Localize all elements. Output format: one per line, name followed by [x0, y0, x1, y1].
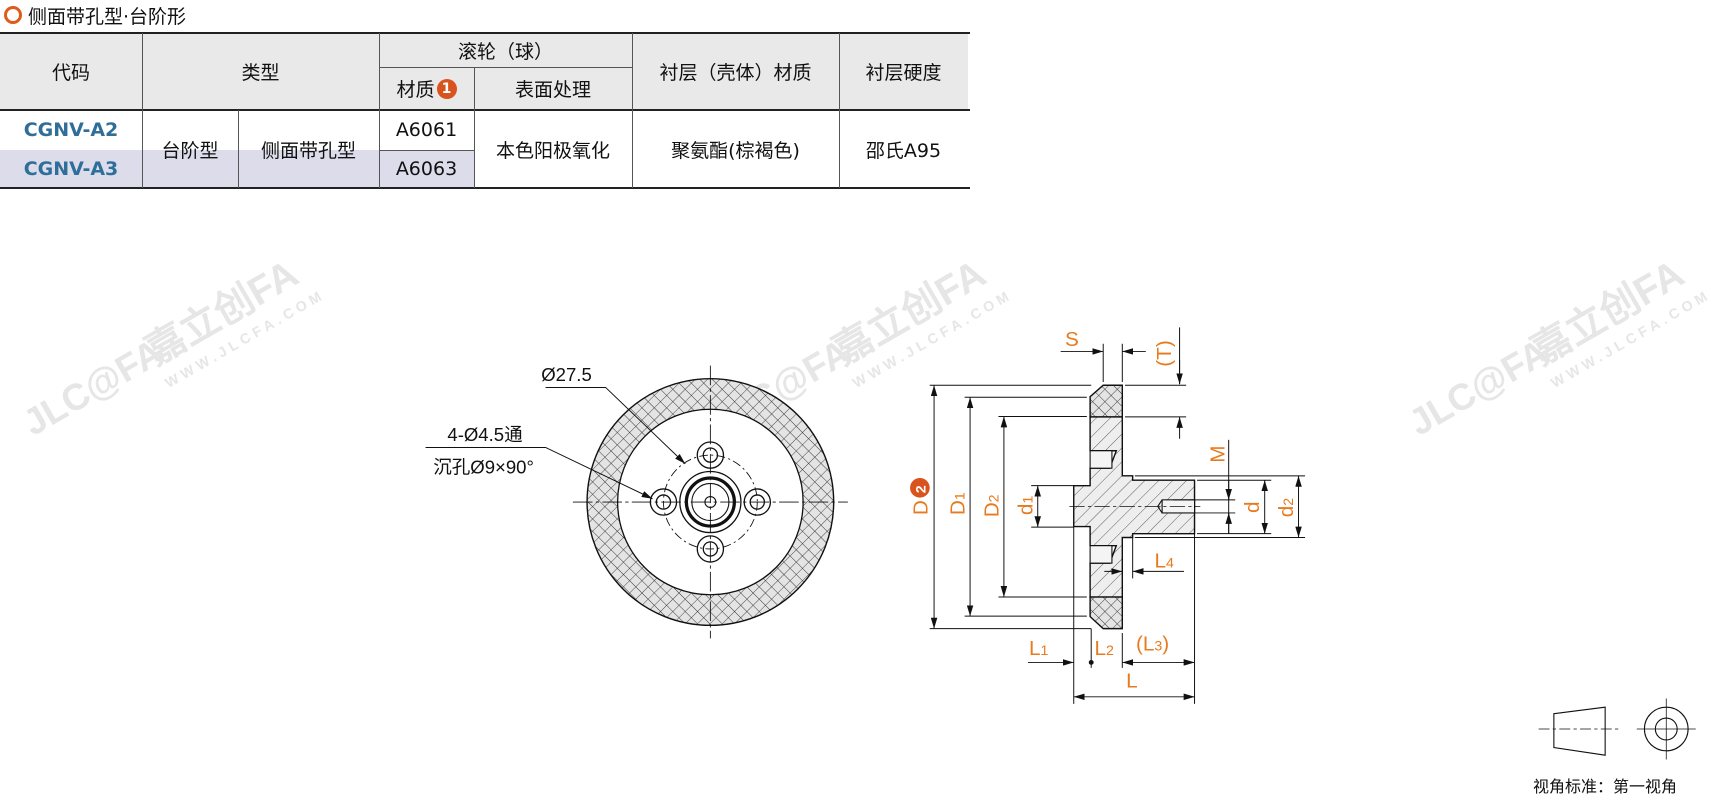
- svg-text:D: D: [910, 500, 933, 515]
- svg-text:M: M: [1206, 445, 1229, 462]
- divider: [379, 67, 632, 68]
- type2-cell: 侧面带孔型: [260, 139, 356, 162]
- code-cell: CGNV-A2: [23, 119, 119, 141]
- divider: [0, 187, 970, 189]
- header-lining-material: 衬层（壳体）材质: [632, 33, 839, 110]
- svg-text:(T): (T): [1153, 340, 1176, 366]
- surface-cell: 本色阳极氧化: [495, 139, 610, 162]
- svg-text:L2: L2: [1094, 637, 1114, 660]
- divider: [632, 33, 633, 188]
- divider: [238, 110, 239, 188]
- lining-hardness-cell: 邵氏A95: [865, 139, 942, 162]
- note-1-badge: 1: [436, 78, 457, 99]
- front-view: [425, 365, 848, 639]
- header-lining-hardness: 衬层硬度: [839, 33, 968, 110]
- svg-text:S: S: [1065, 328, 1079, 351]
- divider: [379, 33, 380, 188]
- header-surface: 表面处理: [474, 67, 632, 110]
- svg-text:L: L: [1126, 670, 1138, 693]
- svg-text:d: d: [1241, 501, 1264, 513]
- first-angle-projection-icon: [1538, 698, 1696, 760]
- material-cell: A6063: [395, 158, 458, 180]
- svg-text:D2: D2: [980, 494, 1003, 517]
- divider: [379, 150, 474, 151]
- svg-text:(L3): (L3): [1136, 632, 1169, 655]
- svg-text:L4: L4: [1154, 549, 1174, 572]
- counterbore-label: 沉孔Ø9×90°: [433, 457, 534, 478]
- header-roller: 滚轮（球）: [379, 33, 632, 67]
- svg-text:2: 2: [913, 485, 929, 493]
- diameter-label: Ø27.5: [541, 364, 592, 385]
- projection-standard-label: 视角标准：第一视角: [1533, 777, 1678, 796]
- svg-text:D1: D1: [947, 492, 970, 515]
- side-view: [1069, 384, 1201, 630]
- material-cell: A6061: [395, 119, 458, 141]
- type1-cell: 台阶型: [161, 139, 219, 162]
- hole-label: 4-Ø4.5通: [447, 424, 522, 445]
- section-title: 侧面带孔型·台阶形: [4, 2, 186, 28]
- lining-material-cell: 聚氨酯(棕褐色): [671, 139, 800, 162]
- dimension-labels: S (T) D2 D1 D2 d1 M d d2 L4 L1 L2 (L3) L: [910, 328, 1299, 693]
- svg-text:d2: d2: [1275, 498, 1298, 518]
- dimension-lines: [929, 327, 1306, 704]
- svg-text:d1: d1: [1014, 496, 1037, 516]
- header-type: 类型: [142, 33, 379, 110]
- svg-text:L1: L1: [1029, 637, 1049, 660]
- code-cell: CGNV-A3: [23, 158, 119, 180]
- divider: [142, 33, 143, 188]
- row-shade: [0, 150, 474, 188]
- divider: [474, 67, 475, 188]
- circle-bullet-icon: [4, 6, 22, 24]
- divider: [0, 109, 970, 111]
- divider: [839, 33, 840, 188]
- header-code: 代码: [0, 33, 142, 110]
- divider: [0, 32, 970, 34]
